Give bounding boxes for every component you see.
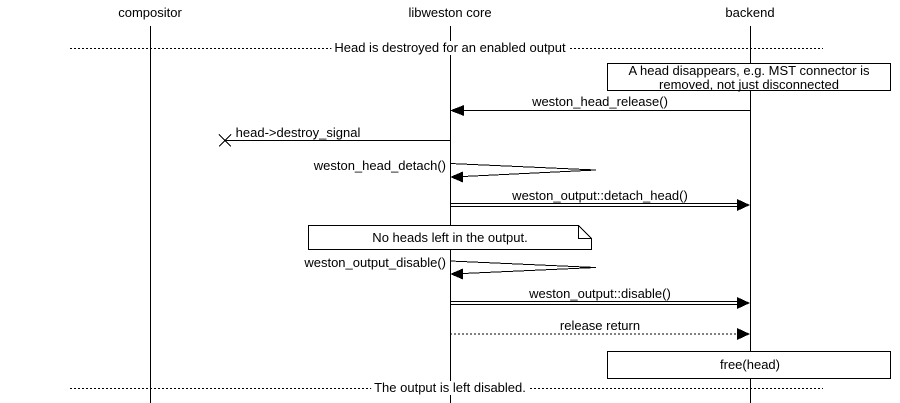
message-label-release-return: release return bbox=[559, 318, 641, 333]
message-label-weston-head-detach: weston_head_detach() bbox=[313, 158, 446, 173]
divider-label-head-destroyed: Head is destroyed for an enabled output bbox=[331, 41, 569, 55]
lost-message-x-icon bbox=[218, 134, 232, 147]
actor-label-libweston-core: libweston core bbox=[408, 5, 492, 20]
note-fold-icon bbox=[578, 225, 592, 239]
arrowhead-right-icon bbox=[737, 297, 750, 309]
message-label-weston-head-release: weston_head_release() bbox=[532, 94, 668, 109]
message-label-detach-head: weston_output::detach_head() bbox=[512, 188, 688, 203]
actor-label-compositor: compositor bbox=[118, 5, 182, 20]
note-text-head-disappears: A head disappears, e.g. MST connector is… bbox=[607, 64, 891, 91]
arrowhead-left-icon bbox=[450, 171, 463, 183]
arrowhead-right-icon bbox=[737, 328, 750, 340]
arrowhead-left-icon bbox=[450, 105, 464, 116]
note-text-line: A head disappears, e.g. MST connector is bbox=[628, 63, 870, 78]
action-box-label-free-head: free(head) bbox=[720, 357, 780, 372]
actor-label-backend: backend bbox=[725, 5, 775, 20]
self-message-loop-head-detach bbox=[449, 163, 597, 177]
note-box-no-heads bbox=[308, 225, 592, 250]
arrowhead-left-icon bbox=[450, 268, 463, 280]
note-text-line: removed, not just disconnected bbox=[659, 76, 839, 92]
divider-label-output-disabled: The output is left disabled. bbox=[371, 381, 529, 395]
note-box-head-disappears bbox=[607, 63, 891, 91]
message-label-output-disable: weston_output::disable() bbox=[529, 286, 671, 301]
action-box-free-head bbox=[607, 351, 891, 379]
message-label-output-disable-call: weston_output_disable() bbox=[304, 255, 446, 270]
note-text-no-heads: No heads left in the output. bbox=[372, 230, 528, 245]
self-message-loop-output-disable bbox=[449, 260, 597, 274]
arrowhead-right-icon bbox=[737, 199, 750, 211]
message-label-destroy-signal: head->destroy_signal bbox=[235, 125, 361, 140]
